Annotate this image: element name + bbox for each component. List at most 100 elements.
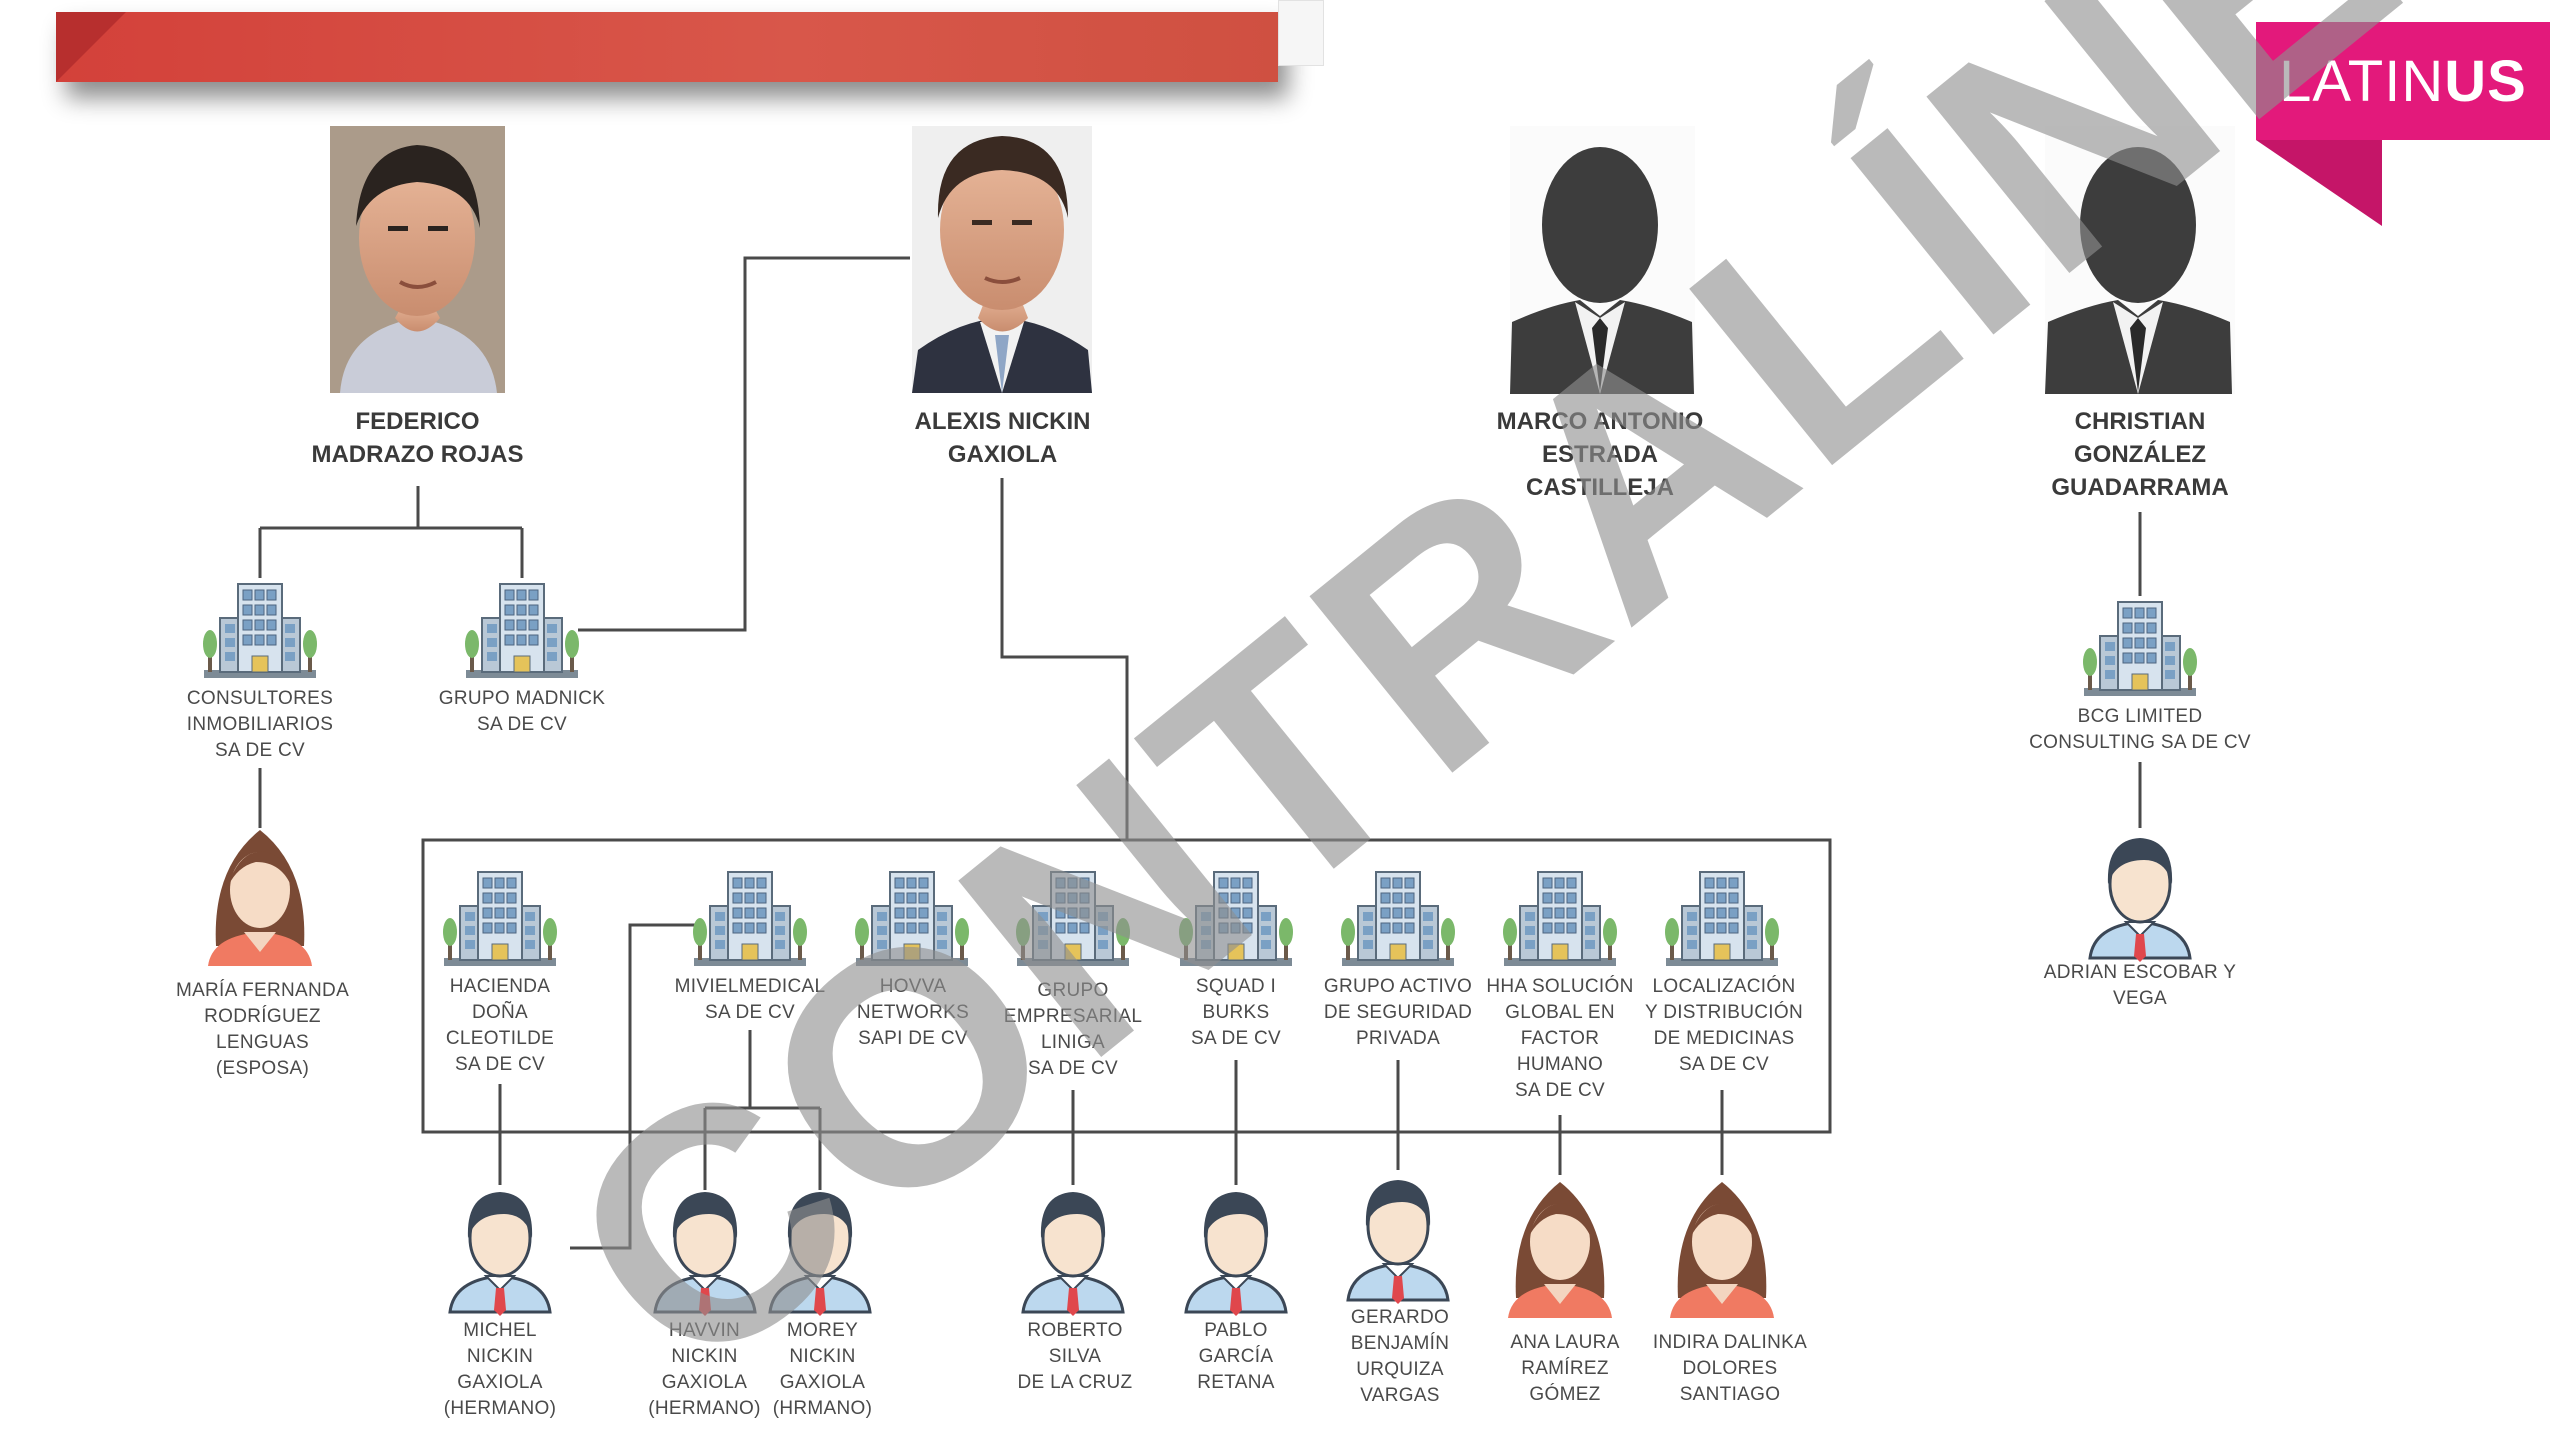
mivielmedical-building-icon (693, 871, 807, 966)
company-label-localizacion: LOCALIZACIÓN Y DISTRIBUCIÓN DE MEDICINAS… (1634, 974, 1814, 1078)
company-label-liniga: GRUPO EMPRESARIAL LINIGA SA DE CV (998, 978, 1148, 1082)
christian-line: GUADARRAMA (2051, 474, 2229, 501)
hha-line: GLOBAL EN (1505, 1002, 1615, 1023)
maria-line: MARÍA FERNANDA (175, 980, 350, 1001)
consultores-line: SA DE CV (214, 740, 306, 761)
hha-line: FACTOR (1520, 1028, 1600, 1049)
associate-label-adrian: ADRIAN ESCOBAR Y VEGA (2025, 960, 2255, 1012)
michel-person-icon (448, 1192, 552, 1316)
hovva-line: SAPI DE CV (858, 1028, 968, 1049)
pablo-person-icon (1184, 1192, 1288, 1316)
company-label-consultores: CONSULTORES INMOBILIARIOS SA DE CV (160, 686, 360, 764)
hha-line: HHA SOLUCIÓN (1486, 976, 1634, 997)
hacienda-line: SA DE CV (454, 1054, 546, 1075)
associate-label-indira: INDIRA DALINKA DOLORES SANTIAGO (1630, 1330, 1830, 1408)
associate-label-pablo: PABLO GARCÍA RETANA (1166, 1318, 1306, 1396)
mivielmedical-line: SA DE CV (704, 1002, 796, 1023)
morey-line: (HRMANO) (772, 1398, 873, 1419)
activo-line: DE SEGURIDAD (1323, 1002, 1473, 1023)
alexis-photo (912, 126, 1092, 393)
havvin-line: NICKIN (671, 1346, 738, 1367)
brand-flag (2256, 140, 2382, 226)
associate-label-gerardo: GERARDO BENJAMÍN URQUIZA VARGAS (1325, 1305, 1475, 1409)
associate-label-morey: MOREY NICKIN GAXIOLA (HRMANO) (760, 1318, 885, 1422)
maria-line: RODRÍGUEZ (204, 1006, 321, 1027)
localizacion-line: Y DISTRIBUCIÓN (1645, 1002, 1803, 1023)
associate-label-havvin: HAVVIN NICKIN GAXIOLA (HERMANO) (642, 1318, 767, 1422)
associate-label-roberto: ROBERTO SILVA DE LA CRUZ (1000, 1318, 1150, 1396)
madnick-line: SA DE CV (476, 714, 568, 735)
localizacion-building-icon (1665, 871, 1779, 966)
havvin-line: (HERMANO) (648, 1398, 761, 1419)
hovva-line: NETWORKS (856, 1002, 970, 1023)
gerardo-line: BENJAMÍN (1350, 1333, 1450, 1354)
person-label-federico: FEDERICO MADRAZO ROJAS (300, 405, 535, 471)
indira-person-icon (1670, 1182, 1774, 1318)
consultores-line: CONSULTORES (186, 688, 334, 709)
line-alexis-group (1000, 478, 1129, 840)
gerardo-line: URQUIZA (1356, 1359, 1444, 1380)
christian-line: CHRISTIAN (2074, 408, 2206, 435)
consultores-line: INMOBILIARIOS (186, 714, 334, 735)
company-label-madnick: GRUPO MADNICK SA DE CV (422, 686, 622, 738)
christian-line: GONZÁLEZ (2074, 441, 2206, 468)
pablo-line: RETANA (1197, 1372, 1275, 1393)
hha-line: SA DE CV (1514, 1080, 1606, 1101)
indira-line: DOLORES (1682, 1358, 1778, 1379)
maria-line: (ESPOSA) (215, 1058, 310, 1079)
morey-line: MOREY (786, 1320, 859, 1341)
federico-photo (330, 126, 505, 393)
ana-line: GÓMEZ (1529, 1384, 1601, 1405)
morey-line: NICKIN (789, 1346, 856, 1367)
michel-line: NICKIN (466, 1346, 534, 1367)
mivielmedical-line: MIVIELMEDICAL (674, 976, 826, 997)
pablo-line: GARCÍA (1198, 1346, 1274, 1367)
roberto-line: DE LA CRUZ (1017, 1372, 1133, 1393)
squad-building-icon (1179, 871, 1293, 966)
brand-prefix: LATIN (2279, 48, 2445, 114)
localizacion-line: SA DE CV (1678, 1054, 1770, 1075)
marco-photo (1510, 126, 1695, 394)
indira-line: INDIRA DALINKA (1652, 1332, 1808, 1353)
person-label-christian: CHRISTIAN GONZÁLEZ GUADARRAMA (2020, 405, 2260, 504)
company-label-hovva: HOVVA NETWORKS SAPI DE CV (838, 974, 988, 1052)
madnick-line: GRUPO MADNICK (438, 688, 606, 709)
gerardo-line: VARGAS (1360, 1385, 1440, 1406)
squad-line: BURKS (1202, 1002, 1270, 1023)
line-alexis-madnick (578, 256, 910, 632)
havvin-line: HAVVIN (668, 1320, 741, 1341)
marco-line: CASTILLEJA (1525, 474, 1674, 501)
federico-line: MADRAZO ROJAS (311, 441, 524, 468)
company-group-box (421, 838, 1832, 1134)
hovva-building-icon (855, 871, 969, 966)
hacienda-building-icon (443, 871, 557, 966)
maria-person-icon (208, 830, 312, 966)
company-label-hha: HHA SOLUCIÓN GLOBAL EN FACTOR HUMANO SA … (1480, 974, 1640, 1104)
hha-line: HUMANO (1516, 1054, 1604, 1075)
ana-line: ANA LAURA (1510, 1332, 1620, 1353)
pablo-line: PABLO (1204, 1320, 1268, 1341)
activo-line: GRUPO ACTIVO (1323, 976, 1473, 997)
gerardo-line: GERARDO (1350, 1307, 1450, 1328)
squad-line: SA DE CV (1190, 1028, 1282, 1049)
gerardo-person-icon (1346, 1180, 1450, 1304)
ana-person-icon (1508, 1182, 1612, 1318)
brand-logo-box (2256, 22, 2550, 140)
maria-line: LENGUAS (216, 1032, 309, 1053)
havvin-person-icon (653, 1192, 757, 1316)
roberto-person-icon (1021, 1192, 1125, 1316)
michel-line: GAXIOLA (457, 1372, 543, 1393)
company-label-squad: SQUAD I BURKS SA DE CV (1166, 974, 1306, 1052)
line-federico-branch (258, 526, 524, 578)
marco-line: MARCO ANTONIO (1496, 408, 1704, 435)
associate-label-maria: MARÍA FERNANDA RODRÍGUEZ LENGUAS (ESPOSA… (160, 978, 365, 1082)
ana-line: RAMÍREZ (1521, 1358, 1609, 1379)
alexis-line: ALEXIS NICKIN (914, 408, 1091, 435)
hovva-line: HOVVA (879, 976, 947, 997)
squad-line: SQUAD I (1195, 976, 1277, 997)
consultores-building-icon (203, 583, 317, 678)
line-mivielmedical-michel (570, 923, 700, 1250)
bcg-building-icon (2083, 601, 2197, 696)
